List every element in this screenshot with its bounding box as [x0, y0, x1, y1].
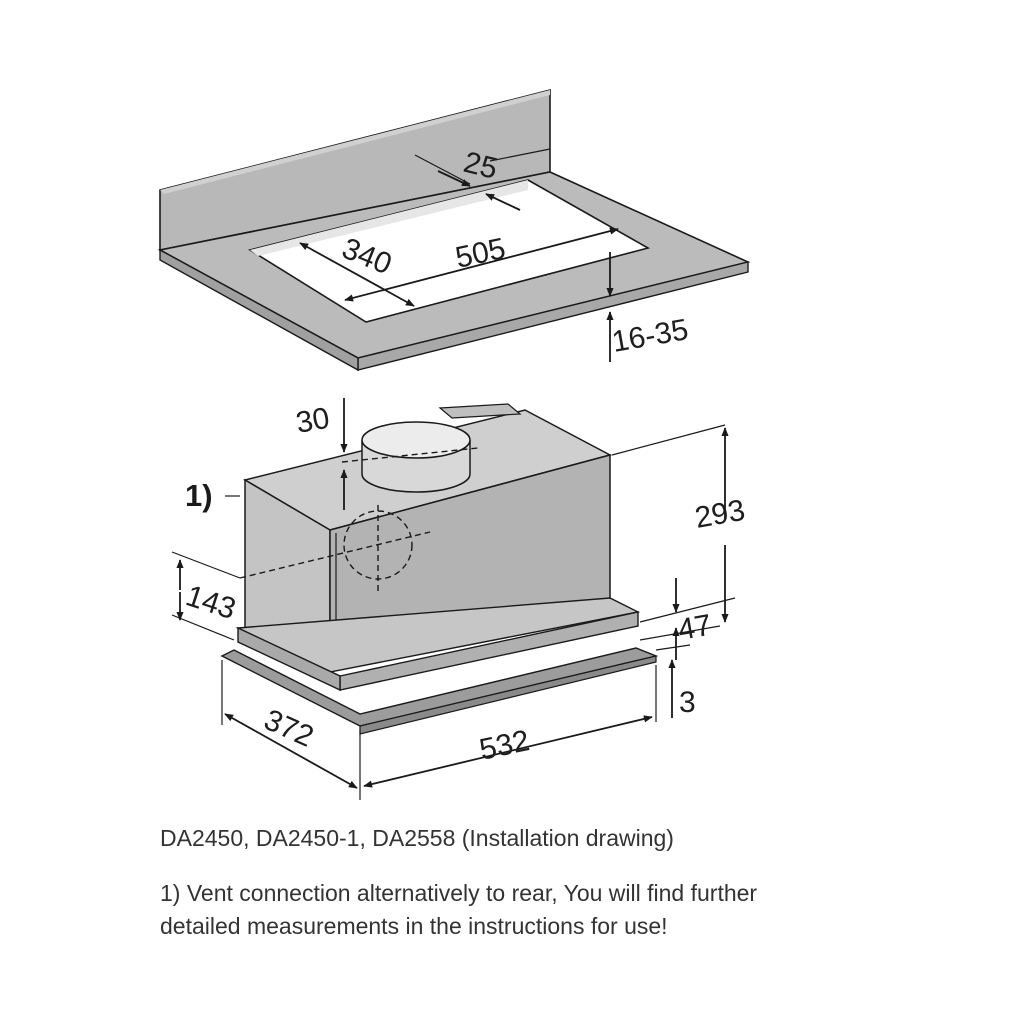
- caption-note-line-2: detailed measurements in the instruction…: [160, 913, 668, 939]
- dim-293-ext-top: [611, 424, 726, 456]
- dim-rear-vent-height: 143: [182, 579, 240, 626]
- dim-total-height: 293: [692, 494, 747, 535]
- hood-connector: [438, 403, 522, 419]
- cabinet-board: 25 340 505 16-35: [157, 88, 751, 372]
- dim-25-arrow-2: [485, 193, 521, 211]
- board-cutout-inner-edge: [250, 180, 528, 256]
- drawing-caption-note: 1) Vent connection alternatively to rear…: [160, 877, 757, 943]
- dim-board-thickness: 16-35: [609, 313, 690, 359]
- cooker-hood: [220, 403, 659, 735]
- dim-25-ext: [414, 154, 471, 185]
- duct-axis-dash: [341, 447, 479, 463]
- dim-3-ext: [655, 644, 691, 651]
- dim-unit-depth: 372: [259, 703, 318, 754]
- dim-293-ext-bottom: [639, 597, 736, 623]
- dim-recess-depth: 25: [460, 146, 500, 186]
- dim-143-ext-top: [171, 551, 241, 579]
- rear-vent-marker: 1): [185, 478, 213, 513]
- dim-25-ext-2: [489, 148, 551, 162]
- dim-532-line: [363, 715, 653, 788]
- dim-visor-height: 47: [675, 609, 714, 647]
- dim-47-ext: [639, 625, 721, 641]
- caption-note-line-1: 1) Vent connection alternatively to rear…: [160, 880, 758, 906]
- dim-duct-offset: 30: [293, 402, 332, 440]
- rear-vent-axis-h: [239, 531, 431, 579]
- board-upstand-top: [160, 90, 550, 194]
- duct-collar-rim: [361, 421, 471, 459]
- dim-front-lip: 3: [679, 686, 696, 719]
- dim-505-line: [344, 227, 619, 302]
- drawing-caption-title: DA2450, DA2450-1, DA2558 (Installation d…: [160, 825, 674, 851]
- dim-372-line: [224, 713, 358, 789]
- board-left-edge: [159, 248, 359, 372]
- hood-visor-side: [237, 626, 341, 692]
- dim-unit-width: 532: [477, 724, 533, 767]
- dim-25-arrow-1: [437, 170, 471, 187]
